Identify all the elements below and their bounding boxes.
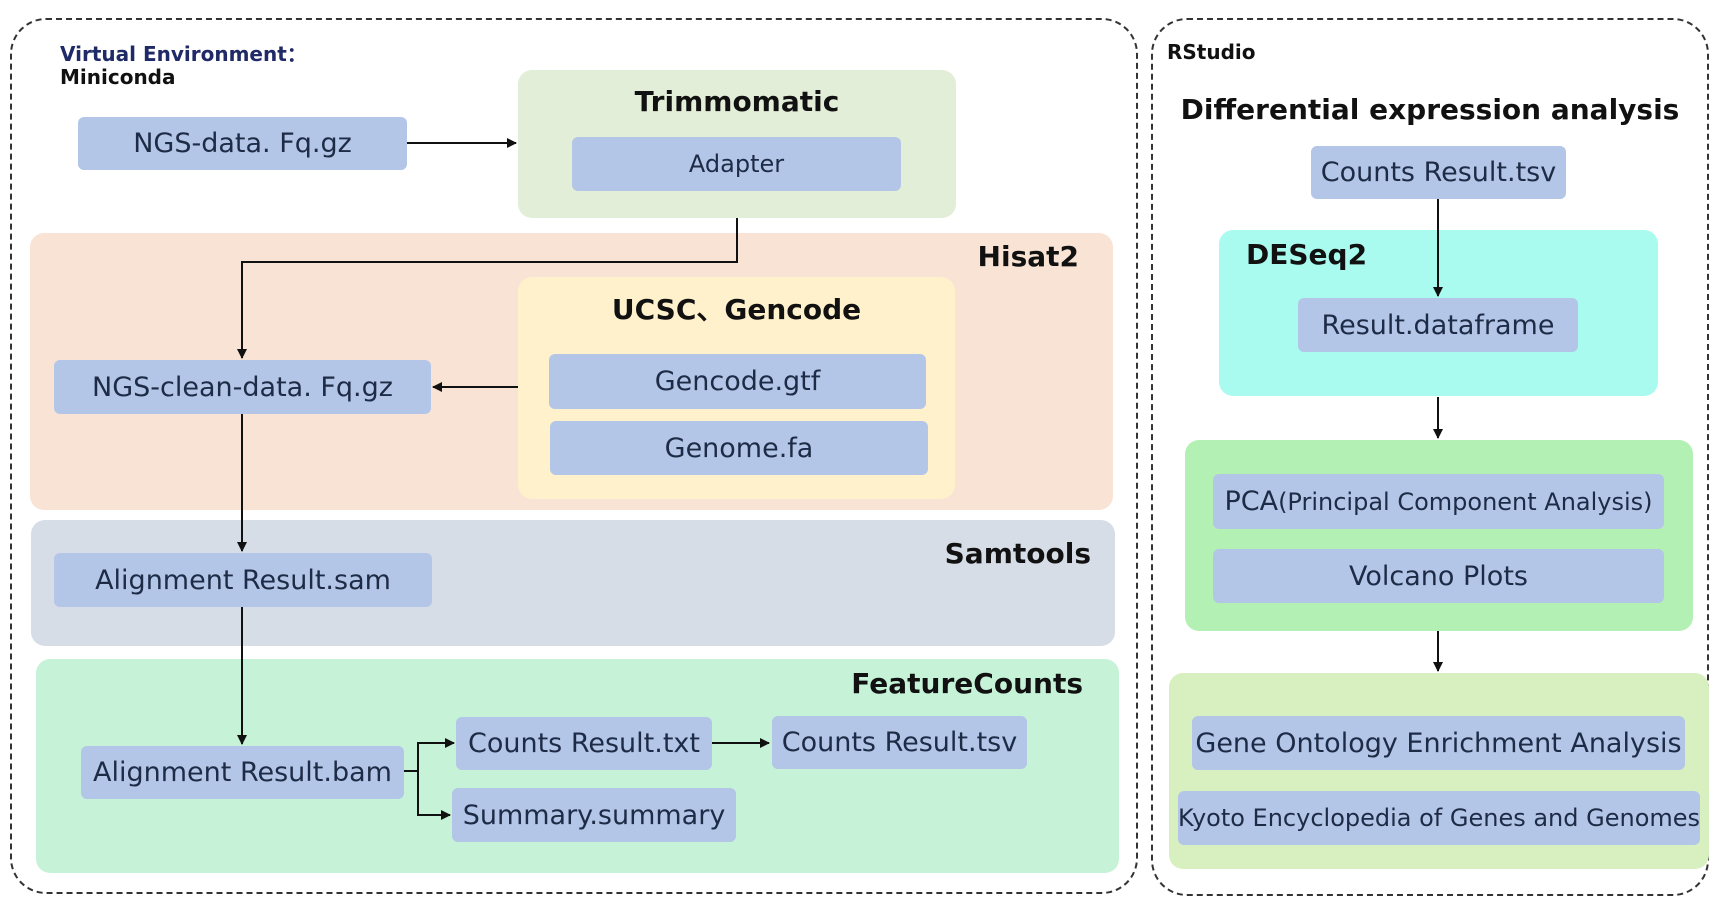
ngs-clean-data-box: NGS-clean-data. Fq.gz bbox=[54, 360, 431, 414]
arrow-bam-branch bbox=[404, 738, 455, 772]
trimmomatic-title: Trimmomatic bbox=[634, 85, 840, 118]
deseq2-title: DESeq2 bbox=[1246, 238, 1368, 271]
kegg-box: Kyoto Encyclopedia of Genes and Genomes bbox=[1178, 791, 1700, 845]
environment-name: Miniconda bbox=[60, 65, 176, 89]
gene-ontology-box: Gene Ontology Enrichment Analysis bbox=[1192, 716, 1685, 770]
volcano-plots-box: Volcano Plots bbox=[1213, 549, 1664, 603]
arrow-bam-to-summary bbox=[417, 771, 451, 820]
samtools-title: Samtools bbox=[944, 537, 1091, 570]
adapter-box: Adapter bbox=[572, 137, 901, 191]
rstudio-title: RStudio bbox=[1167, 40, 1256, 64]
ngs-data-box: NGS-data. Fq.gz bbox=[78, 117, 407, 170]
arrow-adapter-to-clean-data bbox=[237, 218, 738, 359]
alignment-sam-box: Alignment Result.sam bbox=[54, 553, 432, 607]
gencode-gtf-box: Gencode.gtf bbox=[549, 354, 926, 409]
hisat2-title: Hisat2 bbox=[977, 240, 1079, 273]
rstudio-panel bbox=[1151, 18, 1709, 896]
alignment-bam-box: Alignment Result.bam bbox=[81, 746, 404, 799]
environment-label: Virtual Environment： bbox=[60, 42, 307, 66]
result-dataframe-box: Result.dataframe bbox=[1298, 298, 1578, 352]
differential-expression-heading: Differential expression analysis bbox=[1180, 93, 1680, 126]
summary-box: Summary.summary bbox=[452, 788, 736, 842]
counts-txt-box: Counts Result.txt bbox=[456, 717, 712, 770]
miniconda-environment-panel bbox=[10, 18, 1138, 894]
genome-fa-box: Genome.fa bbox=[550, 421, 928, 475]
counts-tsv-box-left: Counts Result.tsv bbox=[772, 716, 1027, 769]
featurecounts-title: FeatureCounts bbox=[851, 667, 1083, 700]
pca-prefix: PCA bbox=[1224, 486, 1279, 517]
pca-suffix: (Principal Component Analysis) bbox=[1278, 487, 1653, 516]
reference-title: UCSC、Gencode bbox=[611, 293, 862, 326]
counts-tsv-box-right: Counts Result.tsv bbox=[1311, 146, 1566, 199]
pca-box: PCA(Principal Component Analysis) bbox=[1213, 474, 1664, 529]
